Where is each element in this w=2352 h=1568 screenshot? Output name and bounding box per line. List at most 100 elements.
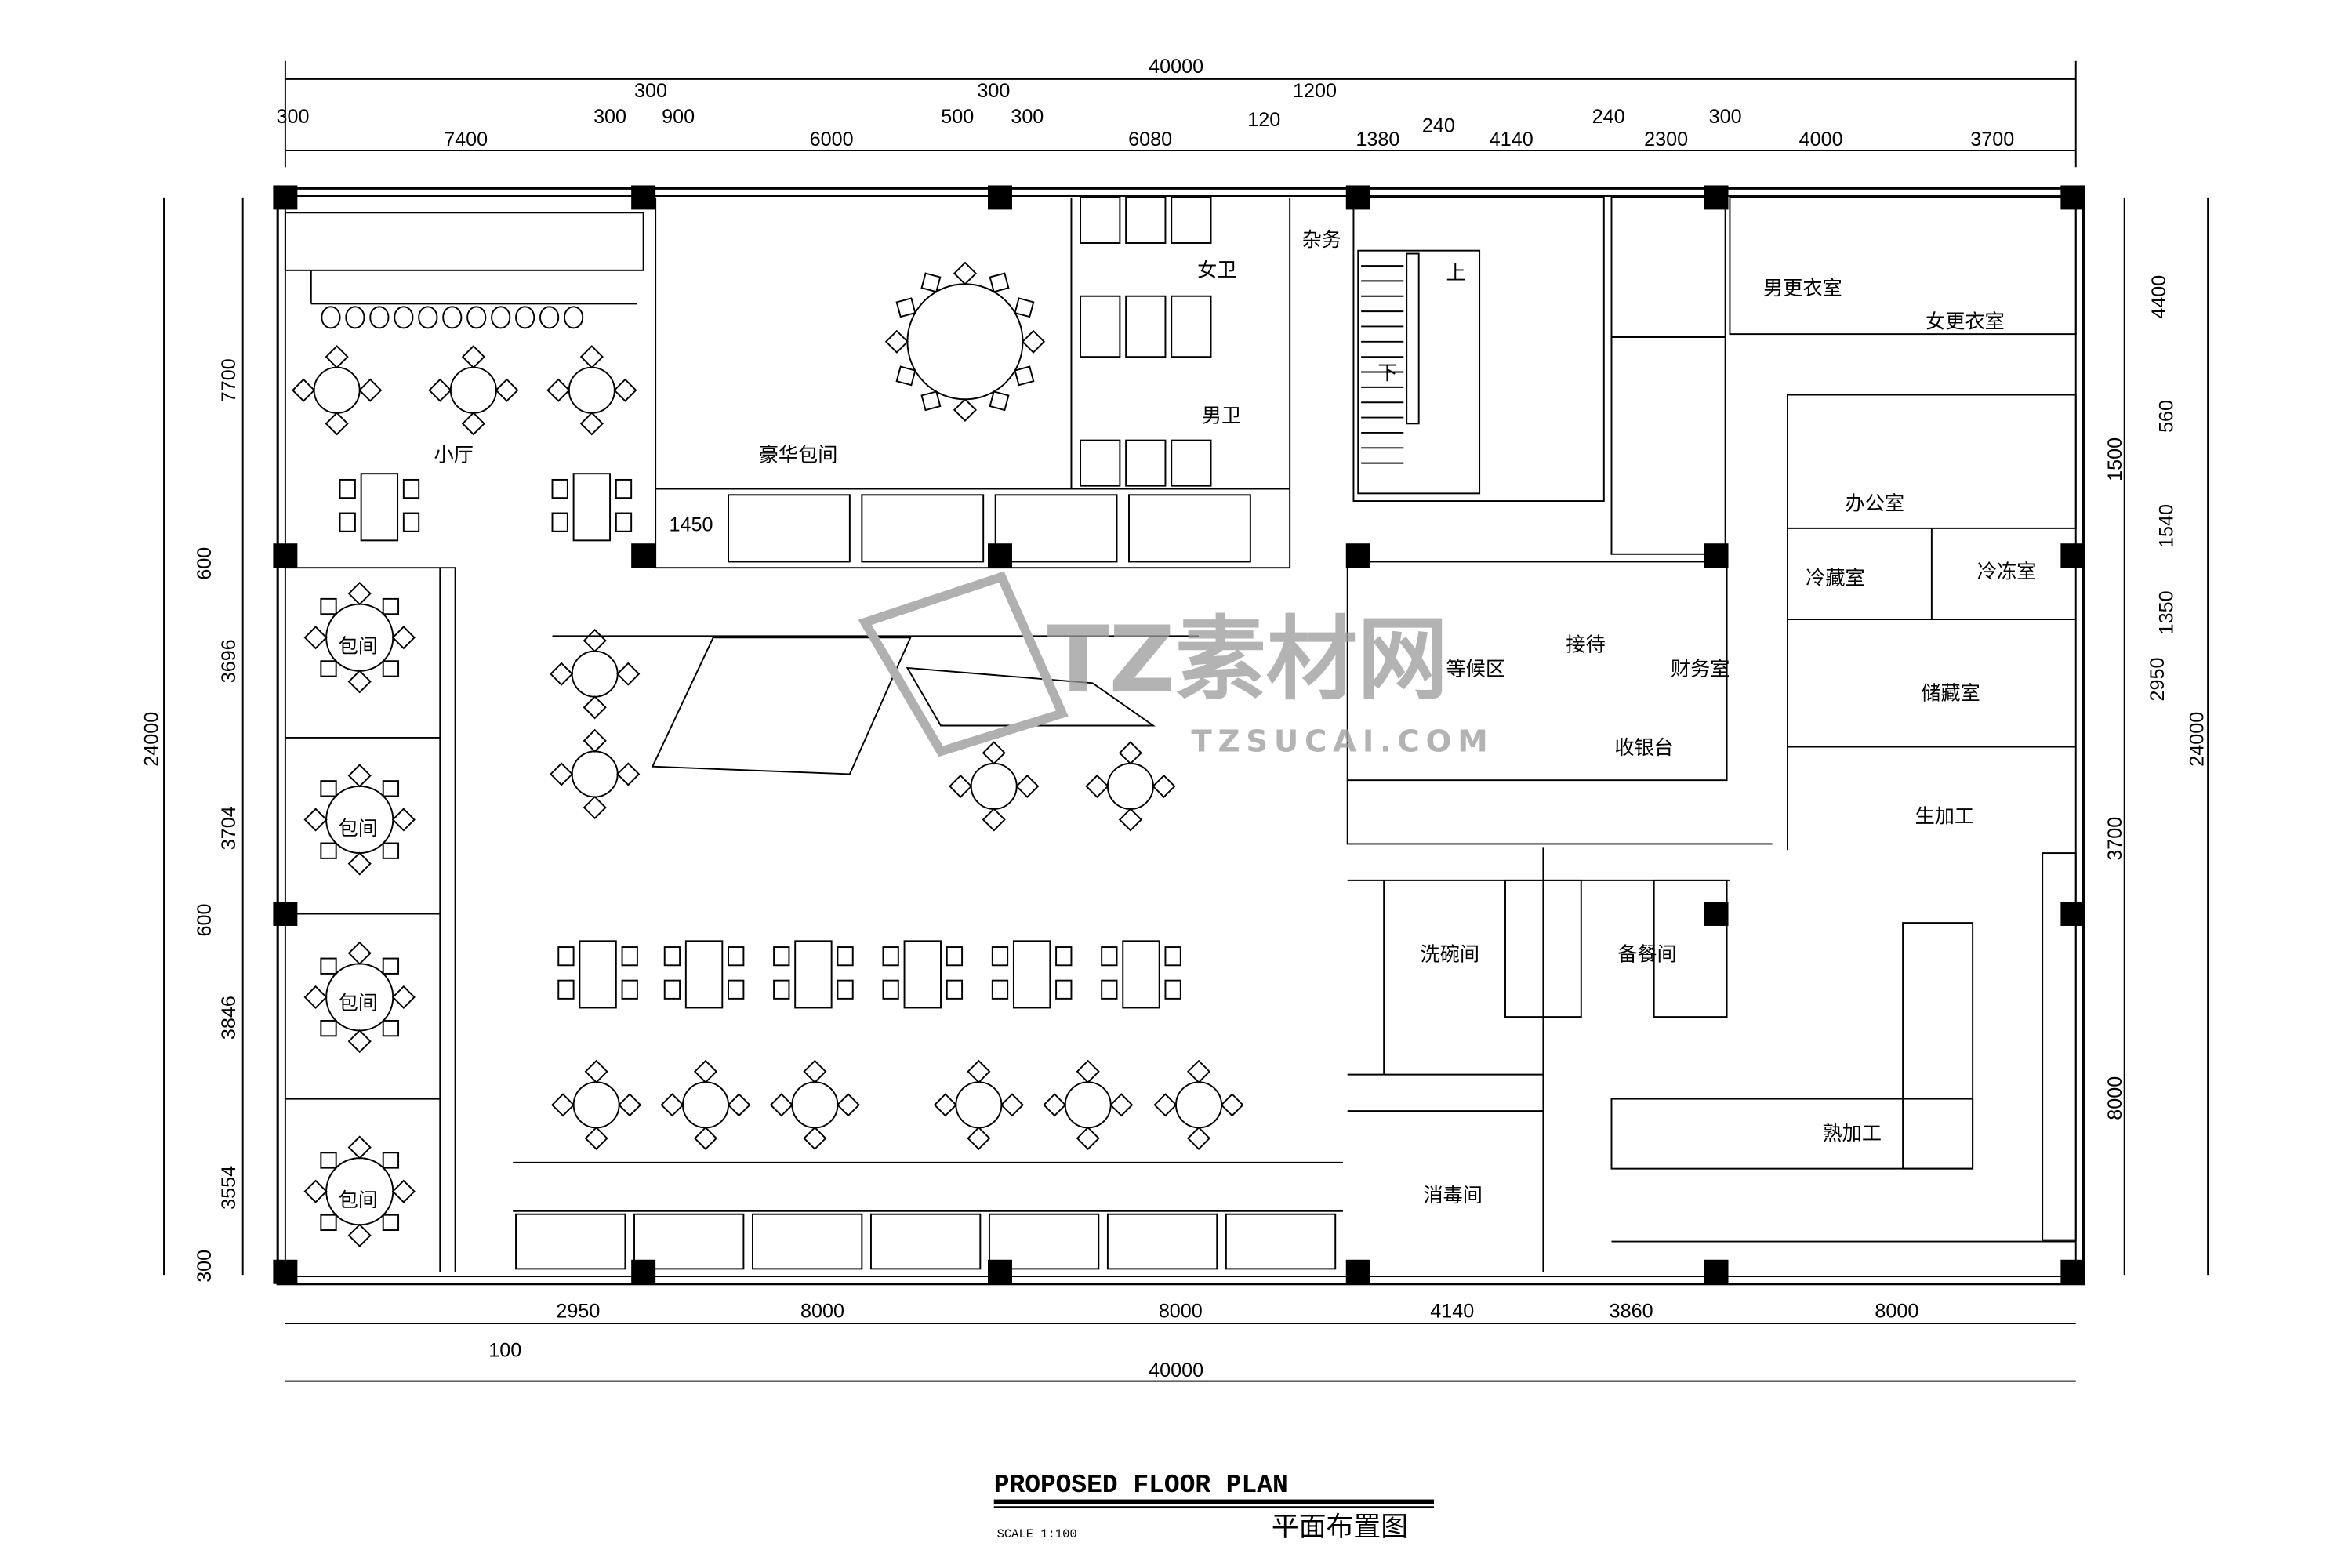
column bbox=[2060, 1259, 2085, 1284]
dimension-label: 1540 bbox=[2156, 504, 2178, 548]
feature-counter bbox=[651, 637, 912, 775]
column bbox=[2060, 185, 2085, 210]
room-small-hall: 小厅 bbox=[434, 444, 474, 466]
rect-table bbox=[773, 940, 854, 1009]
room-disinfection: 消毒间 bbox=[1423, 1184, 1482, 1207]
rect-table bbox=[551, 473, 633, 542]
room-waiting: 等候区 bbox=[1446, 658, 1505, 681]
room-private-2: 包间 bbox=[339, 817, 378, 840]
dimension-label: 2300 bbox=[1644, 129, 1688, 151]
structural-columns bbox=[273, 185, 2085, 1284]
round-table bbox=[1153, 1059, 1244, 1150]
dim-top-upper: 300 bbox=[634, 80, 667, 102]
dimension-label: 8000 bbox=[2104, 1076, 2126, 1120]
round-table bbox=[303, 941, 416, 1054]
dimension-label: 1380 bbox=[1356, 129, 1399, 151]
bar-stool bbox=[564, 306, 584, 329]
rect-table bbox=[882, 940, 964, 1009]
toilet-stall bbox=[1125, 295, 1167, 358]
room-cashier: 收银台 bbox=[1614, 736, 1673, 759]
stair-up-label: 上 bbox=[1446, 261, 1466, 284]
toilet-stall bbox=[1080, 196, 1121, 244]
dimension-label: 240 bbox=[1422, 115, 1455, 137]
round-table bbox=[949, 741, 1040, 832]
dim-left-total: 24000 bbox=[140, 712, 162, 767]
toilet-stall bbox=[1125, 439, 1167, 487]
booth bbox=[1106, 1213, 1218, 1270]
watermark: TZ素材网 TZSUCAI.COM bbox=[858, 571, 1488, 759]
dimension-label: 300 bbox=[1011, 106, 1044, 128]
rect-table bbox=[663, 940, 745, 1009]
round-table bbox=[303, 1135, 416, 1247]
dim-right-total: 24000 bbox=[2186, 712, 2208, 767]
dimension-label: 500 bbox=[941, 106, 974, 128]
dimension-label: 1500 bbox=[2104, 437, 2126, 481]
room-labels: 小厅 豪华包间 女卫 男卫 杂务 男更衣室 女更衣室 办公室 冷藏室 冷冻室 储… bbox=[339, 228, 2037, 1211]
dimension-label: 2950 bbox=[556, 1300, 600, 1322]
rect-table bbox=[991, 940, 1073, 1009]
column bbox=[1345, 185, 1370, 210]
column bbox=[273, 543, 298, 568]
dimension-label: 3846 bbox=[218, 996, 240, 1040]
room-office: 办公室 bbox=[1846, 492, 1904, 515]
column bbox=[988, 543, 1012, 568]
room-cold: 冷藏室 bbox=[1806, 566, 1864, 589]
room-men-wc: 男卫 bbox=[1202, 404, 1241, 426]
round-table bbox=[550, 728, 641, 820]
note-1450: 1450 bbox=[670, 514, 713, 536]
room-prep: 备餐间 bbox=[1617, 942, 1676, 965]
dimension-label: 6080 bbox=[1128, 129, 1172, 151]
booth bbox=[1128, 494, 1251, 563]
dimension-label: 240 bbox=[1592, 106, 1625, 128]
dimension-label: 560 bbox=[2156, 400, 2178, 433]
column bbox=[988, 185, 1012, 210]
dimension-label: 3704 bbox=[218, 806, 240, 850]
toilet-stall bbox=[1171, 439, 1212, 487]
dim-bottom-total: 40000 bbox=[1149, 1359, 1203, 1381]
dimension-label: 300 bbox=[1709, 106, 1742, 128]
room-women-locker: 女更衣室 bbox=[1926, 310, 2005, 332]
bar-stool bbox=[394, 306, 414, 329]
toilet-stall bbox=[1171, 295, 1212, 358]
dimension-label: 600 bbox=[194, 547, 216, 580]
dimension-label: 4000 bbox=[1799, 129, 1843, 151]
rect-table bbox=[557, 940, 638, 1009]
furniture bbox=[292, 196, 1404, 1270]
room-cooked-processing: 熟加工 bbox=[1823, 1122, 1882, 1145]
room-storage: 储藏室 bbox=[1921, 682, 1980, 705]
column bbox=[1704, 902, 1729, 926]
round-table bbox=[933, 1059, 1025, 1150]
column bbox=[273, 185, 298, 210]
dimension-label: 8000 bbox=[1875, 1300, 1918, 1322]
dimension-label: 300 bbox=[593, 106, 626, 128]
bar-stool bbox=[491, 306, 511, 329]
round-table bbox=[660, 1059, 751, 1150]
round-table bbox=[428, 345, 519, 436]
toilet-stall bbox=[1080, 439, 1121, 487]
round-table bbox=[884, 261, 1046, 422]
dim-bottom-extra: 100 bbox=[488, 1340, 521, 1362]
dimension-label: 7400 bbox=[444, 129, 488, 151]
dimension-label: 3554 bbox=[218, 1166, 240, 1210]
round-table bbox=[303, 764, 416, 876]
room-dishwashing: 洗碗间 bbox=[1421, 942, 1479, 965]
dimension-label: 3700 bbox=[1970, 129, 2014, 151]
dimension-label: 3860 bbox=[1610, 1300, 1653, 1322]
dimension-label: 8000 bbox=[1159, 1300, 1203, 1322]
title-block: PROPOSED FLOOR PLAN SCALE 1:100 平面布置图 bbox=[993, 1471, 1435, 1543]
dimension-label: 3700 bbox=[2104, 817, 2126, 861]
toilet-stall bbox=[1080, 295, 1121, 358]
booth bbox=[994, 494, 1118, 563]
dimension-label: 120 bbox=[1247, 109, 1280, 131]
room-private-1: 包间 bbox=[339, 635, 378, 658]
room-reception: 接待 bbox=[1566, 633, 1605, 656]
bar-stool bbox=[539, 306, 560, 329]
room-luxury: 豪华包间 bbox=[759, 444, 838, 466]
bar-stool bbox=[442, 306, 463, 329]
bar-stool bbox=[345, 306, 365, 329]
rect-table bbox=[339, 473, 420, 542]
booth bbox=[633, 1213, 745, 1270]
dimension-label: 300 bbox=[277, 106, 310, 128]
dim-top-upper: 300 bbox=[977, 80, 1010, 102]
